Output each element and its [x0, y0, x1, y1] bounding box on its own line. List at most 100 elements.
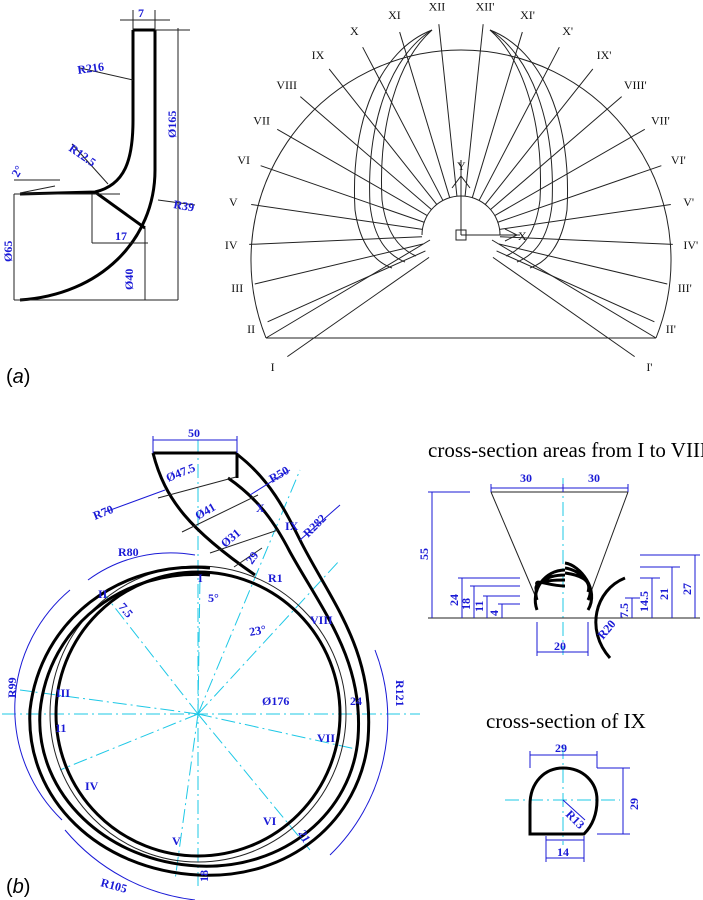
ix-profile [528, 766, 599, 836]
dim-r1: R1 [268, 571, 283, 585]
section-label-right-9: IX' [597, 48, 612, 62]
section-label-left-2: II [247, 322, 255, 336]
label-vi: VI [263, 814, 277, 828]
section-label-left-12: XII [429, 0, 446, 13]
volute-view: 50 Ø47.5 R70 R50 Ø41 X IX R282 R80 Ø31 2… [2, 426, 420, 900]
section-label-right-10: X' [562, 24, 573, 38]
radial-line-left-6 [260, 165, 425, 223]
dim-24: 24 [350, 694, 362, 708]
xs-dim-4: 4 [487, 610, 501, 616]
trailing-edge [94, 190, 146, 230]
dim-arc-right [329, 649, 389, 856]
construction-lines [14, 10, 190, 301]
axis-x-label: X [518, 229, 527, 243]
xs-profiles [533, 561, 594, 611]
xs-trapezoid [490, 491, 629, 601]
section-label-left-5: V [229, 195, 238, 209]
discharge-nozzle [151, 451, 256, 577]
section-label-right-8: VIII' [624, 78, 647, 92]
ix-dim-29-h: 29 [627, 798, 641, 810]
xs-dim-24: 24 [447, 594, 461, 606]
xs-dim-21: 21 [657, 588, 671, 600]
axis-y-label: Y [457, 159, 466, 173]
dim-d40: Ø40 [122, 269, 136, 290]
meridional-section: 7 R216 Ø165 R12.5 2° Ø65 17 R39 Ø40 [1, 6, 195, 302]
blade-left [353, 29, 433, 269]
radial-line-right-5 [499, 204, 671, 230]
dim-d65: Ø65 [1, 241, 15, 262]
label-v: V [172, 834, 181, 848]
radial-line-left-8 [300, 96, 432, 210]
radial-line-left-9 [328, 68, 438, 205]
xs-dim-30-right: 30 [588, 471, 600, 485]
label-iv: IV [85, 779, 99, 793]
dim-5deg: 5° [208, 591, 219, 605]
dim-2deg: 2° [8, 163, 26, 180]
diag-centerlines [19, 469, 361, 881]
xs-dim-7-5: 7.5 [617, 603, 631, 618]
label-iii: III [56, 686, 70, 700]
section-label-left-8: VIII [276, 78, 297, 92]
xs-dims [428, 484, 700, 656]
dim-r99: R99 [5, 677, 19, 698]
section-label-left-7: VII [253, 113, 270, 127]
panel-label-b: (b) [6, 876, 31, 898]
radial-line-left-5 [251, 204, 423, 230]
radial-line-left-11 [399, 31, 451, 198]
dim-r282: R282 [300, 511, 329, 540]
dim-50: 50 [188, 426, 200, 440]
angle-line [19, 185, 56, 194]
section-label-right-5: V' [683, 195, 694, 209]
radial-line-left-1 [287, 256, 430, 358]
ix-dim-29-w: 29 [555, 741, 567, 755]
dim-d31: Ø31 [218, 526, 243, 550]
dim-r70-leader [104, 489, 166, 513]
dim-23deg: 23° [248, 622, 267, 639]
dim-d41: Ø41 [193, 500, 218, 523]
dim-arc-left [14, 589, 71, 821]
section-label-left-10: X [350, 24, 359, 38]
dim-r216: R216 [76, 59, 104, 77]
cross-section-areas-title: cross-section areas from I to VIII [428, 438, 703, 462]
label-i: I [198, 571, 203, 585]
label-ix: IX [285, 519, 299, 533]
cross-section-ix: cross-section of IX 29 29 R13 14 [486, 709, 646, 862]
radial-line-right-12 [464, 24, 484, 197]
radial-line-left-7 [276, 128, 428, 216]
section-label-left-6: VI [237, 153, 250, 167]
xs-dim-27: 27 [680, 583, 694, 595]
dim-r105: R105 [99, 875, 128, 895]
radial-line-left-2 [267, 250, 426, 323]
r216-leader [79, 67, 134, 81]
section-label-right-3: III' [678, 281, 692, 295]
dim-17: 17 [115, 229, 127, 243]
section-label-right-7: VII' [651, 113, 670, 127]
section-label-right-4: IV' [683, 238, 698, 252]
dim-arc-bottom [64, 829, 196, 900]
dim-r121: R121 [393, 680, 407, 707]
radial-line-left-4 [249, 236, 423, 245]
radial-line-right-9 [484, 68, 594, 205]
section-label-right-11: XI' [520, 8, 535, 22]
dim-18: 18 [197, 870, 211, 882]
cross-section-ix-title: cross-section of IX [486, 709, 646, 733]
radial-line-right-1 [492, 256, 635, 358]
radial-line-right-8 [490, 96, 622, 210]
dim-r80: R80 [118, 545, 139, 559]
axis-lines [451, 160, 520, 242]
radial-line-right-6 [497, 165, 662, 223]
label-x: X [256, 501, 265, 515]
section-label-left-4: IV [225, 238, 238, 252]
r125-leader [71, 143, 109, 185]
blade-right [489, 29, 569, 269]
shroud-curve [19, 30, 135, 196]
xs-dim-55: 55 [417, 548, 431, 560]
bottom-radials [265, 239, 657, 339]
xs-dim-14-5: 14.5 [637, 591, 651, 612]
outer-arc [250, 49, 672, 339]
section-label-right-6: VI' [671, 153, 686, 167]
section-label-left-9: IX [312, 48, 325, 62]
